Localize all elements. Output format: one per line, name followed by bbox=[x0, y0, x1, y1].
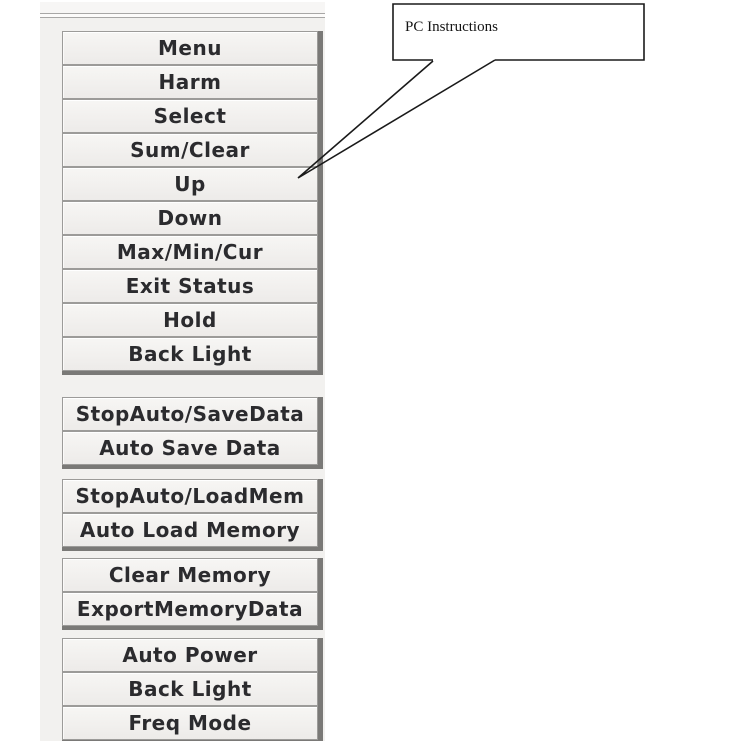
callout-leader-lines bbox=[297, 59, 496, 179]
button-stopauto-loadmem[interactable]: StopAuto/LoadMem bbox=[62, 479, 318, 513]
button-up[interactable]: Up bbox=[62, 167, 318, 201]
button-freq-mode[interactable]: Freq Mode bbox=[62, 706, 318, 740]
callout-label: PC Instructions bbox=[405, 19, 498, 35]
button-auto-power[interactable]: Auto Power bbox=[62, 638, 318, 672]
button-auto-save-data[interactable]: Auto Save Data bbox=[62, 431, 318, 465]
button-hold[interactable]: Hold bbox=[62, 303, 318, 337]
button-down[interactable]: Down bbox=[62, 201, 318, 235]
panel-top-strip bbox=[40, 2, 325, 13]
button-select[interactable]: Select bbox=[62, 99, 318, 133]
button-exit-status[interactable]: Exit Status bbox=[62, 269, 318, 303]
button-clear-memory[interactable]: Clear Memory bbox=[62, 558, 318, 592]
button-sum-clear[interactable]: Sum/Clear bbox=[62, 133, 318, 167]
button-auto-load-memory[interactable]: Auto Load Memory bbox=[62, 513, 318, 547]
button-back-light[interactable]: Back Light bbox=[62, 337, 318, 371]
button-menu[interactable]: Menu bbox=[62, 31, 318, 65]
button-max-min-cur[interactable]: Max/Min/Cur bbox=[62, 235, 318, 269]
button-back-light[interactable]: Back Light bbox=[62, 672, 318, 706]
button-exportmemorydata[interactable]: ExportMemoryData bbox=[62, 592, 318, 626]
top-separator bbox=[40, 13, 325, 18]
button-stopauto-savedata[interactable]: StopAuto/SaveData bbox=[62, 397, 318, 431]
button-harm[interactable]: Harm bbox=[62, 65, 318, 99]
